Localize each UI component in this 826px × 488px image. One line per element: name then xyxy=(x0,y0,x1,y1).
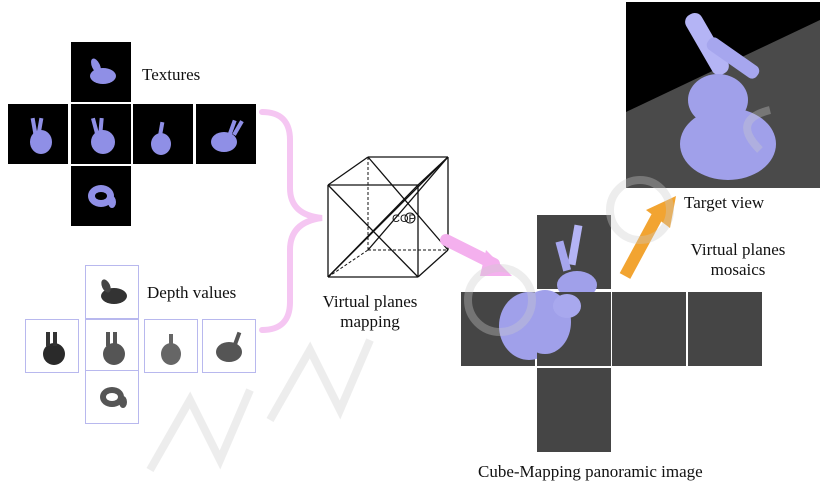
bunny-icon xyxy=(519,290,581,354)
target-view-label: Target view xyxy=(684,193,765,212)
depth-right xyxy=(144,319,198,373)
bunny-icon xyxy=(43,332,65,365)
texture-back xyxy=(196,104,256,164)
mosaics-line-2: mosaics xyxy=(710,260,766,279)
bunny-icon xyxy=(90,58,116,84)
depth-top xyxy=(85,265,139,319)
cube-mapping-label: Cube-Mapping panoramic image xyxy=(478,462,703,481)
pano-back xyxy=(688,292,762,366)
texture-front xyxy=(71,104,131,164)
bunny-icon xyxy=(100,387,127,408)
mapping-line-2: mapping xyxy=(340,312,400,331)
virtual-planes-mosaics-label: Virtual planes mosaics xyxy=(668,240,808,280)
depth-values-label: Depth values xyxy=(147,283,237,302)
bunny-icon xyxy=(88,185,116,208)
depth-left xyxy=(25,319,79,373)
pano-front xyxy=(519,290,611,366)
bunny-icon xyxy=(90,117,115,154)
pano-right xyxy=(612,292,686,366)
target-view-image xyxy=(626,2,820,188)
mapping-line-1: Virtual planes xyxy=(322,292,418,311)
virtual-planes-mapping-label: Virtual planes mapping xyxy=(300,292,440,332)
cop-label: COP xyxy=(392,213,416,225)
depth-bottom xyxy=(85,370,139,424)
bunny-icon xyxy=(626,12,820,188)
mosaics-line-1: Virtual planes xyxy=(690,240,786,259)
bunny-icon xyxy=(103,332,125,365)
bunny-icon xyxy=(30,117,52,154)
pano-bottom xyxy=(537,368,611,452)
bunny-icon xyxy=(151,121,171,155)
bunny-icon xyxy=(211,119,244,152)
bunny-icon xyxy=(161,334,181,365)
texture-top xyxy=(71,42,131,102)
bunny-icon xyxy=(216,331,242,362)
depth-back xyxy=(202,319,256,373)
texture-left xyxy=(8,104,68,164)
bunny-icon xyxy=(101,279,127,304)
texture-right xyxy=(133,104,193,164)
textures-label: Textures xyxy=(142,65,201,84)
depth-front xyxy=(85,319,139,373)
texture-bottom xyxy=(71,166,131,226)
